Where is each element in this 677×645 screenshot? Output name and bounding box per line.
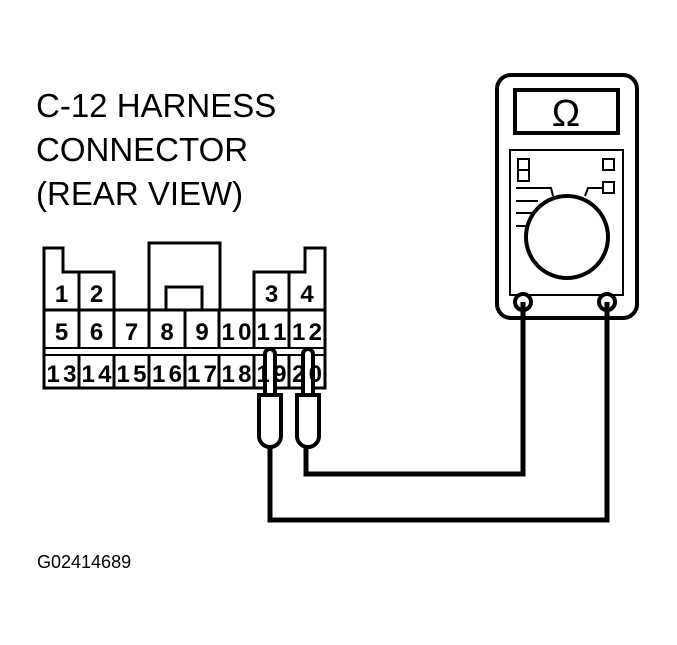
terminal-1[interactable]: 1 bbox=[55, 281, 68, 308]
terminal-5[interactable]: 5 bbox=[55, 319, 68, 346]
terminal-10[interactable]: 10 bbox=[222, 319, 252, 346]
meter-display bbox=[513, 88, 620, 135]
meter-body bbox=[495, 73, 639, 320]
terminal-17[interactable]: 17 bbox=[187, 361, 217, 388]
range-indicator bbox=[602, 181, 615, 194]
terminal-11[interactable]: 11 bbox=[257, 319, 287, 346]
terminal-6[interactable]: 6 bbox=[90, 319, 103, 346]
terminal-4[interactable]: 4 bbox=[300, 281, 314, 308]
terminal-2[interactable]: 2 bbox=[90, 281, 103, 308]
terminal-12[interactable]: 12 bbox=[292, 319, 322, 346]
figure-code: G02414689 bbox=[37, 552, 132, 572]
test-probe bbox=[295, 347, 321, 449]
terminal-8[interactable]: 8 bbox=[160, 319, 173, 346]
diagram-title: C-12 HARNESS CONNECTOR (REAR VIEW) bbox=[36, 84, 276, 216]
terminal-16[interactable]: 16 bbox=[152, 361, 182, 388]
test-lead-wire bbox=[303, 302, 526, 477]
terminal-14[interactable]: 14 bbox=[82, 361, 113, 388]
meter-panel bbox=[509, 149, 624, 296]
title-line: CONNECTOR bbox=[36, 131, 249, 168]
terminal-15[interactable]: 15 bbox=[117, 361, 147, 388]
connector-latch bbox=[164, 285, 204, 312]
title-line: C-12 HARNESS bbox=[36, 87, 277, 124]
terminal-7[interactable]: 7 bbox=[125, 319, 138, 346]
terminal-3[interactable]: 3 bbox=[265, 281, 278, 308]
terminal-9[interactable]: 9 bbox=[195, 319, 208, 346]
harness-connector bbox=[42, 241, 327, 390]
terminal-13[interactable]: 13 bbox=[47, 361, 77, 388]
test-lead-wire bbox=[267, 302, 610, 523]
test-probe bbox=[257, 347, 283, 449]
selector-dial bbox=[524, 194, 610, 280]
ohm-symbol: Ω bbox=[552, 93, 580, 135]
range-indicator bbox=[517, 158, 530, 171]
range-marks bbox=[516, 187, 603, 227]
terminal-18[interactable]: 18 bbox=[222, 361, 252, 388]
connector-outline bbox=[42, 241, 327, 390]
range-indicator bbox=[602, 158, 615, 171]
ohmmeter: Ω bbox=[495, 73, 639, 320]
title-line: (REAR VIEW) bbox=[36, 175, 244, 212]
range-indicator bbox=[517, 169, 530, 182]
